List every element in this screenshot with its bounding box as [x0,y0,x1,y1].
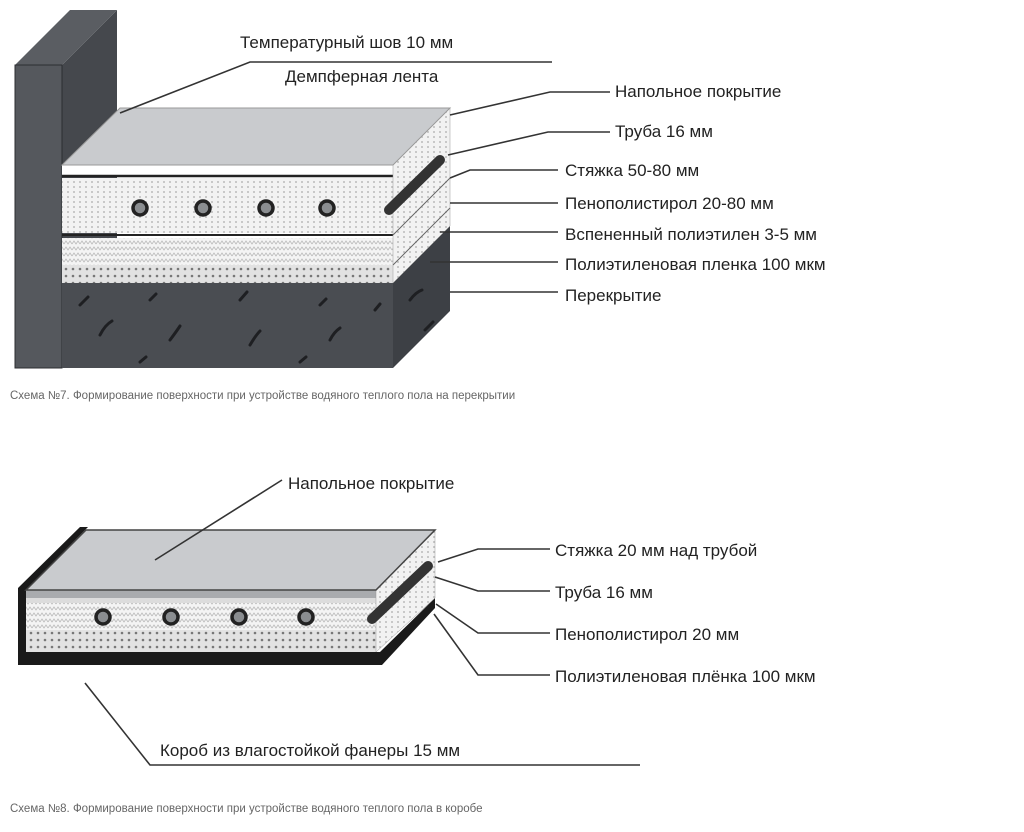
caption-7: Схема №7. Формирование поверхности при у… [10,390,515,402]
layers-side [392,107,451,284]
label-eps-2: Пенополистирол 20 мм [555,625,739,644]
label-pe-film: Полиэтиленовая пленка 100 мкм [565,255,826,274]
label-screed-2: Стяжка 20 мм над трубой [555,541,757,560]
label-box: Короб из влагостойкой фанеры 15 мм [160,741,460,760]
pipes [131,155,445,217]
label-damper: Демпферная лента [285,67,439,86]
layers-front [62,165,393,283]
label-slab: Перекрытие [565,286,661,305]
floor-covering-top [60,107,452,166]
label-pipe: Труба 16 мм [615,122,713,141]
label-screed: Стяжка 50-80 мм [565,161,699,180]
pipes-2 [94,561,433,626]
leader-lines-2 [84,479,640,766]
concrete-slab [62,226,450,368]
diagram-8: Напольное покрытие Стяжка 20 мм над труб… [10,474,816,815]
label-pe-film-2: Полиэтиленовая плёнка 100 мкм [555,667,816,686]
label-flooring: Напольное покрытие [615,82,781,101]
plywood-box [18,527,435,665]
caption-8: Схема №8. Формирование поверхности при у… [10,803,482,815]
label-pipe-2: Труба 16 мм [555,583,653,602]
label-flooring-2: Напольное покрытие [288,474,454,493]
leader-lines [119,61,610,293]
label-eps: Пенополистирол 20-80 мм [565,194,774,213]
label-foamed-pe: Вспененный полиэтилен 3-5 мм [565,225,817,244]
label-joint: Температурный шов 10 мм [240,33,453,52]
floor-covering-top-2 [24,529,437,591]
diagram-7: Температурный шов 10 мм Демпферная лента… [10,10,826,402]
layers-front-2 [26,590,376,652]
